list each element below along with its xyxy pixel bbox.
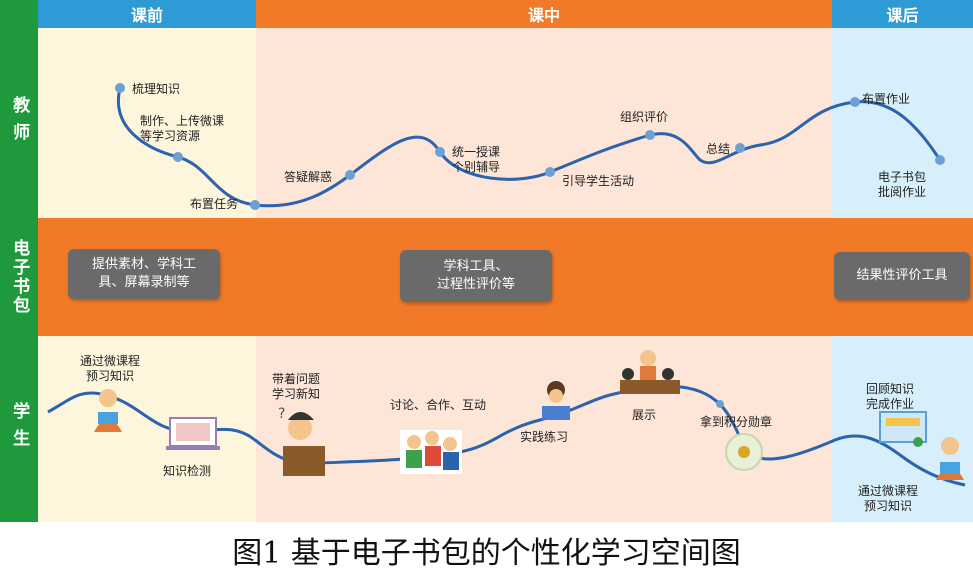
figure-caption: 图1 基于电子书包的个性化学习空间图 xyxy=(232,536,741,571)
teacher-dot-10 xyxy=(935,155,945,165)
teacher-dot-9 xyxy=(850,97,860,107)
ebook-tool-post: 结果性评价工具 xyxy=(834,252,970,300)
teacher-dot-1 xyxy=(115,83,125,93)
teacher-step-9: 布置作业 xyxy=(862,92,911,106)
teacher-dot-7 xyxy=(645,130,655,140)
svg-text:?: ? xyxy=(278,406,285,422)
teacher-step-10-text: 电子书包 批阅作业 xyxy=(878,170,927,199)
corner-block xyxy=(0,0,38,28)
teacher-dot-3 xyxy=(250,200,260,210)
student-step-6: 展示 xyxy=(632,408,657,422)
row-label-ebook: 电子书包 xyxy=(0,218,38,336)
teacher-step-10: 电子书包 批阅作业 xyxy=(878,170,926,200)
reading-student-post-icon xyxy=(936,437,964,480)
student-step-1: 通过微课程 预习知识 xyxy=(80,354,140,384)
student-step-3: 带着问题 学习新知 xyxy=(272,372,320,402)
teacher-dot-4 xyxy=(345,170,355,180)
medal-icon xyxy=(725,433,763,471)
row-label-student: 学生 xyxy=(0,336,38,522)
practice-student-icon xyxy=(542,381,570,420)
teacher-step-8: 总结 xyxy=(706,142,731,156)
homework-tablet-icon xyxy=(879,411,927,447)
student-step-8: 回顾知识 完成作业 xyxy=(866,382,914,412)
reading-student-icon xyxy=(94,389,122,432)
student-step-3-text: 带着问题 学习新知 xyxy=(272,372,321,401)
ebook-tool-mid-text: 学科工具、 过程性评价等 xyxy=(436,259,515,292)
row-label-teacher: 教师 xyxy=(0,28,38,218)
student-step-5: 实践练习 xyxy=(520,430,569,444)
student-step-9: 通过微课程 预习知识 xyxy=(858,484,918,514)
ebook-tool-pre: 提供素材、学科工 具、屏幕录制等 xyxy=(68,249,220,299)
teacher-step-2-text: 制作、上传微课 等学习资源 xyxy=(140,114,225,143)
teacher-step-5: 统一授课 个别辅导 xyxy=(452,145,500,175)
teacher-dot-6 xyxy=(545,167,555,177)
teacher-mid-bg xyxy=(256,28,832,218)
row-label-student-text: 学生 xyxy=(9,402,30,456)
teacher-dot-5 xyxy=(435,147,445,157)
ebook-tool-mid: 学科工具、 过程性评价等 xyxy=(400,250,552,302)
row-label-ebook-text: 电子书包 xyxy=(9,239,30,315)
teacher-dot-2 xyxy=(173,152,183,162)
ebook-tool-pre-text: 提供素材、学科工 具、屏幕录制等 xyxy=(91,257,196,290)
laptop-icon xyxy=(166,417,220,450)
teacher-step-2: 制作、上传微课 等学习资源 xyxy=(140,114,224,144)
student-step-2: 知识检测 xyxy=(163,464,212,478)
teacher-post-bg xyxy=(832,28,973,218)
student-step-1-text: 通过微课程 预习知识 xyxy=(80,354,141,383)
student-dot-1 xyxy=(716,400,724,408)
teacher-step-5-text: 统一授课 个别辅导 xyxy=(452,145,501,174)
teacher-dot-8 xyxy=(735,143,745,153)
teacher-step-6: 引导学生活动 xyxy=(562,174,635,188)
presentation-group-icon xyxy=(620,350,680,394)
row-label-teacher-text: 教师 xyxy=(9,96,30,150)
header-post: 课后 xyxy=(832,0,973,28)
student-step-4: 讨论、合作、互动 xyxy=(390,398,487,412)
student-step-7: 拿到积分勋章 xyxy=(700,415,773,429)
thinking-student-icon: ? xyxy=(278,406,325,476)
student-illustrations: ? xyxy=(94,350,964,480)
student-step-8-text: 回顾知识 完成作业 xyxy=(866,382,915,411)
teacher-step-4: 答疑解惑 xyxy=(284,170,333,184)
teacher-step-7: 组织评价 xyxy=(620,110,669,124)
teacher-flow-curve xyxy=(116,87,942,208)
header-pre: 课前 xyxy=(38,0,256,28)
header-mid: 课中 xyxy=(256,0,832,28)
teacher-step-3: 布置任务 xyxy=(190,197,239,211)
teacher-step-1: 梳理知识 xyxy=(132,82,181,96)
group-discussion-icon xyxy=(400,430,462,474)
student-step-9-text: 通过微课程 预习知识 xyxy=(858,484,919,513)
